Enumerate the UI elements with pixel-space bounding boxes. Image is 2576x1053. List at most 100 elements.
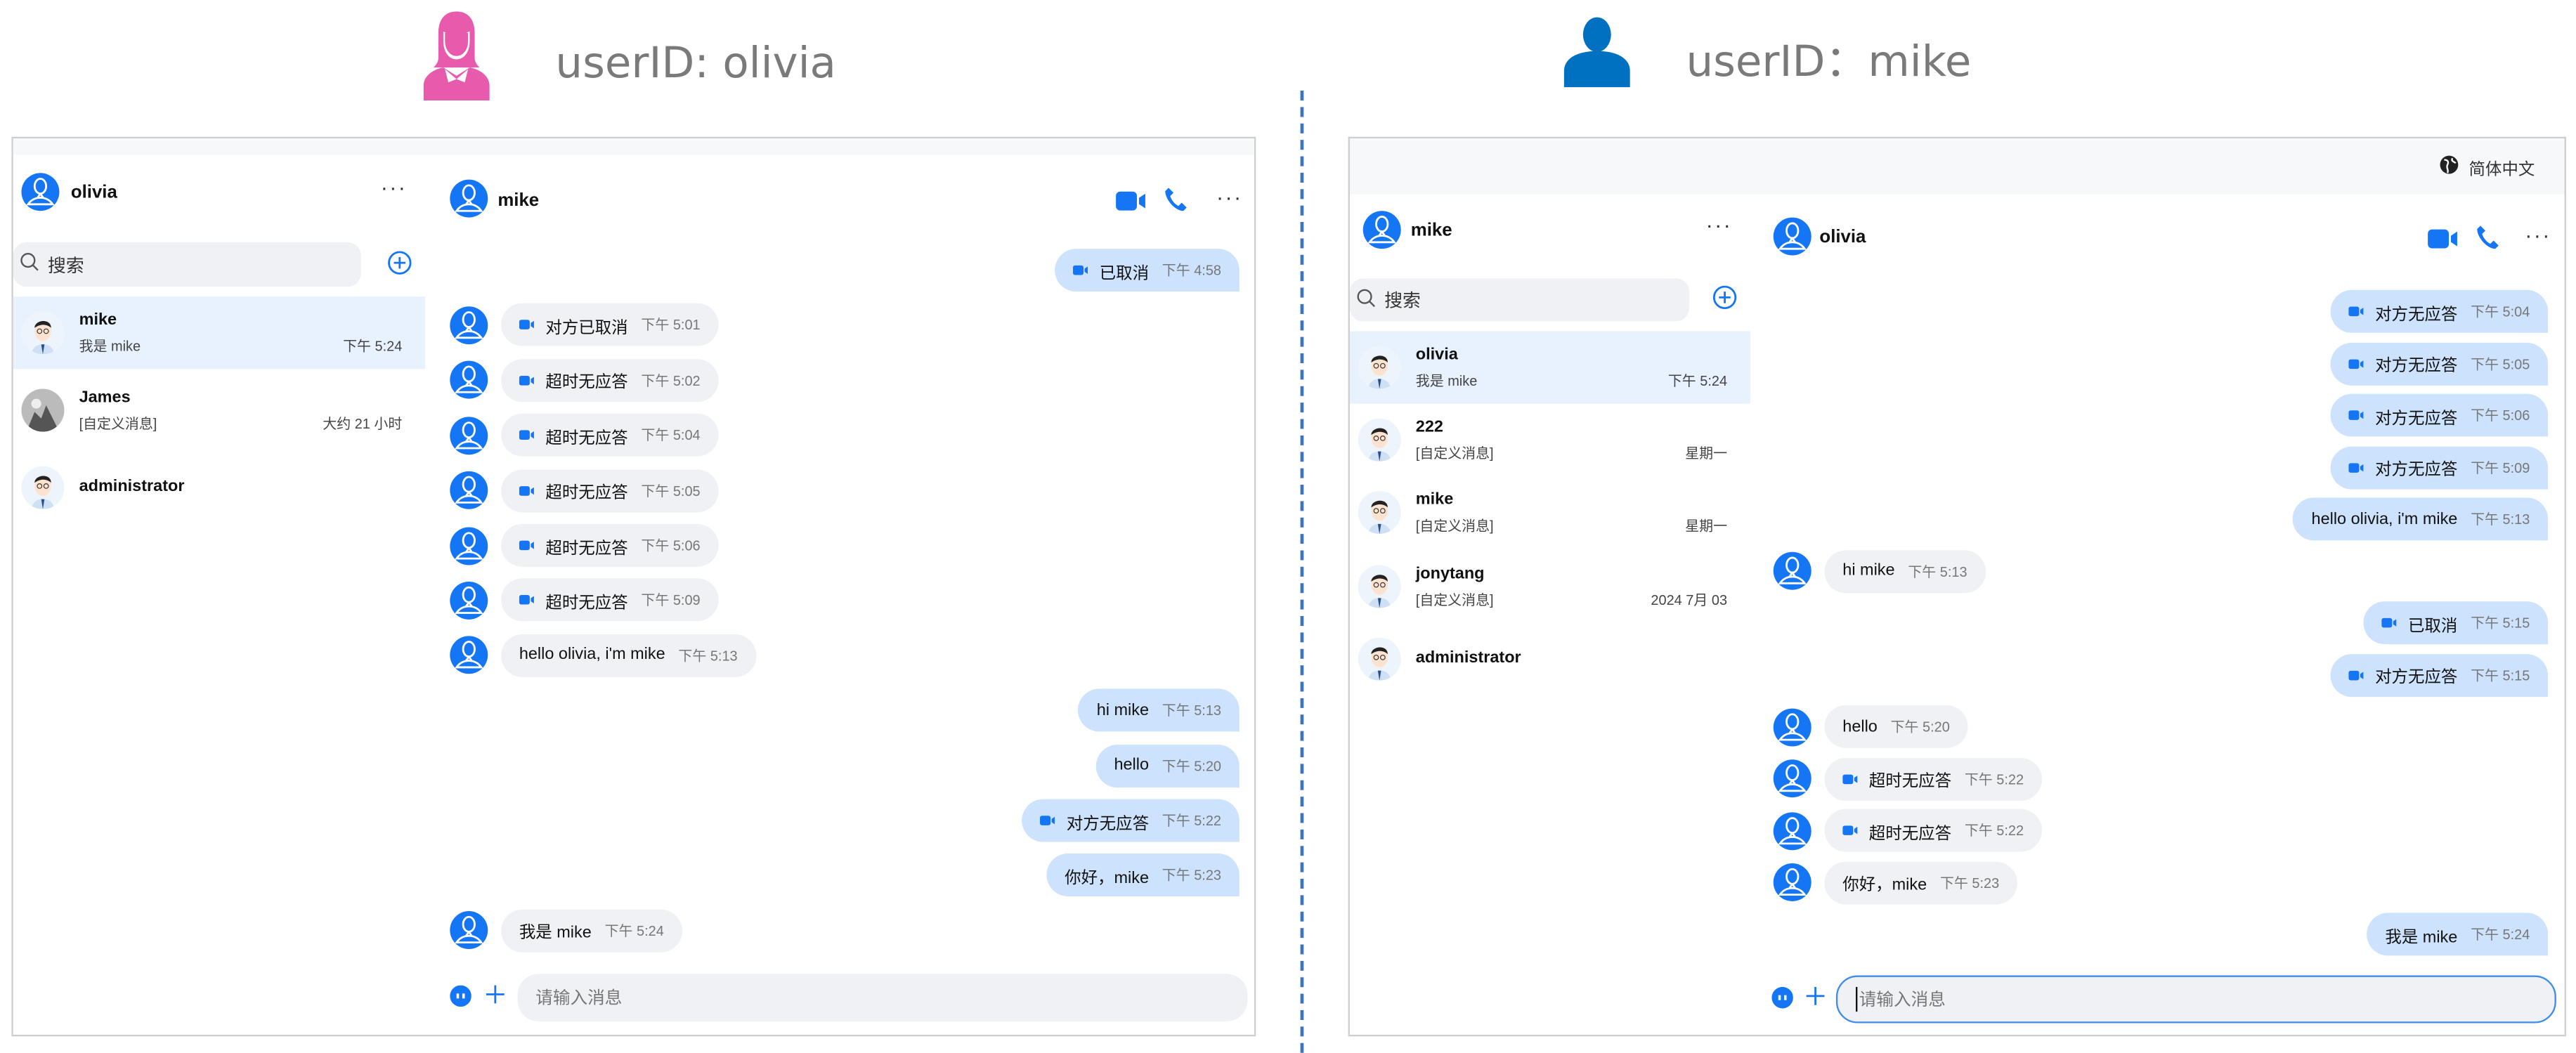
video-call-icon xyxy=(519,594,534,607)
emoji-button[interactable] xyxy=(450,985,471,1015)
conversation-item[interactable]: 222 [自定义消息] 星期一 xyxy=(1350,404,1750,476)
conversation-item[interactable]: James [自定义消息] 大约 21 小时 xyxy=(13,374,425,446)
message-row: 超时无应答下午 5:05 xyxy=(450,469,719,512)
conversation-time: 下午 5:24 xyxy=(1667,372,1728,389)
search-placeholder: 搜索 xyxy=(48,256,84,276)
message-text: 你好，mike xyxy=(1065,870,1150,888)
message-bubble[interactable]: 对方无应答下午 5:15 xyxy=(2330,653,2549,696)
message-text: 超时无应答 xyxy=(545,374,628,393)
message-text: 超时无应答 xyxy=(1868,773,1952,791)
more-actions-button[interactable] xyxy=(485,983,506,1013)
conversation-item[interactable]: mike 我是 mike 下午 5:24 xyxy=(13,296,426,369)
message-bubble[interactable]: 对方无应答下午 5:22 xyxy=(1022,799,1240,842)
sender-avatar[interactable] xyxy=(450,911,488,950)
conversation-item[interactable]: mike [自定义消息] 星期一 xyxy=(1350,477,1750,549)
profile-avatar[interactable] xyxy=(21,173,60,211)
search-input[interactable]: 搜索 xyxy=(13,242,361,287)
message-bubble[interactable]: 对方无应答下午 5:04 xyxy=(2330,289,2549,333)
message-time: 下午 5:15 xyxy=(2471,666,2530,684)
sender-avatar[interactable] xyxy=(450,361,488,400)
sidebar-more-button[interactable]: ··· xyxy=(380,174,408,200)
message-bubble[interactable]: 超时无应答下午 5:05 xyxy=(501,469,719,512)
message-row: 对方无应答下午 5:22 xyxy=(1022,799,1240,842)
message-time: 下午 5:04 xyxy=(641,426,701,444)
sender-avatar[interactable] xyxy=(450,526,488,565)
sender-avatar[interactable] xyxy=(1773,759,1811,798)
message-input[interactable]: 请输入消息 xyxy=(1835,975,2556,1023)
message-text: hello xyxy=(1842,717,1878,736)
message-text: 超时无应答 xyxy=(545,484,628,503)
message-bubble[interactable]: 超时无应答下午 5:22 xyxy=(1824,809,2042,852)
sender-avatar[interactable] xyxy=(1773,863,1811,901)
chat-title: olivia xyxy=(1819,227,1866,247)
message-bubble[interactable]: 已取消下午 4:58 xyxy=(1055,249,1240,292)
video-call-icon xyxy=(1842,772,1858,785)
sender-avatar[interactable] xyxy=(450,306,488,344)
add-conversation-icon[interactable] xyxy=(387,251,412,284)
voice-call-button[interactable] xyxy=(1164,186,1187,221)
sender-avatar[interactable] xyxy=(450,636,488,675)
message-time: 下午 5:04 xyxy=(2471,303,2530,320)
message-row: 对方无应答下午 5:06 xyxy=(2330,393,2549,437)
message-input[interactable]: 请输入消息 xyxy=(517,974,1248,1022)
message-time: 下午 5:23 xyxy=(1162,867,1222,884)
message-bubble[interactable]: 对方无应答下午 5:06 xyxy=(2330,393,2549,437)
more-actions-button[interactable] xyxy=(1804,986,1826,1015)
message-time: 下午 5:20 xyxy=(1162,757,1222,774)
conversation-item[interactable]: jonytang [自定义消息] 2024 7月 03 xyxy=(1350,549,1750,622)
profile-avatar[interactable] xyxy=(1362,211,1401,249)
female-user-icon xyxy=(423,11,490,101)
message-bubble[interactable]: 对方已取消下午 5:01 xyxy=(501,303,719,347)
video-call-button[interactable] xyxy=(1116,190,1145,221)
conversation-item[interactable]: administrator xyxy=(1350,622,1750,695)
contact-avatar xyxy=(1358,491,1401,535)
contact-avatar xyxy=(21,311,65,355)
language-selector[interactable]: 简体中文 xyxy=(2439,155,2535,180)
message-bubble[interactable]: 超时无应答下午 5:22 xyxy=(1824,757,2042,800)
sender-avatar[interactable] xyxy=(1773,551,1811,590)
message-row: 超时无应答下午 5:04 xyxy=(450,414,719,457)
message-text: 对方无应答 xyxy=(2375,357,2458,376)
message-time: 下午 5:09 xyxy=(641,591,701,609)
sender-avatar[interactable] xyxy=(1773,707,1811,746)
conversation-name: mike xyxy=(79,311,117,330)
chat-more-button[interactable]: ··· xyxy=(2525,222,2551,247)
message-bubble[interactable]: 超时无应答下午 5:04 xyxy=(501,414,719,457)
message-bubble[interactable]: 超时无应答下午 5:02 xyxy=(501,358,719,402)
add-conversation-icon[interactable] xyxy=(1712,285,1737,318)
conversation-time: 大约 21 小时 xyxy=(323,415,403,432)
search-input[interactable]: 搜索 xyxy=(1349,278,1690,322)
message-bubble[interactable]: 超时无应答下午 5:06 xyxy=(501,523,719,567)
voice-call-button[interactable] xyxy=(2476,224,2499,259)
message-bubble[interactable]: 超时无应答下午 5:09 xyxy=(501,579,719,622)
message-time: 下午 4:58 xyxy=(1162,261,1222,279)
message-bubble[interactable]: 已取消下午 5:15 xyxy=(2363,601,2549,645)
sender-avatar[interactable] xyxy=(1773,811,1811,850)
conversation-item[interactable]: olivia 我是 mike 下午 5:24 xyxy=(1349,331,1750,404)
chat-more-button[interactable]: ··· xyxy=(1216,184,1243,209)
emoji-button[interactable] xyxy=(1771,986,1793,1016)
message-time: 下午 5:01 xyxy=(641,317,701,334)
sender-avatar[interactable] xyxy=(450,471,488,509)
conversation-item[interactable]: administrator xyxy=(13,452,425,524)
message-bubble[interactable]: 对方无应答下午 5:09 xyxy=(2330,445,2549,489)
message-bubble[interactable]: 对方无应答下午 5:05 xyxy=(2330,341,2549,385)
chat-avatar xyxy=(1773,217,1811,256)
video-call-button[interactable] xyxy=(2428,228,2457,259)
sender-avatar[interactable] xyxy=(450,581,488,620)
message-bubble[interactable]: 你好，mike 下午 5:23 xyxy=(1046,853,1240,897)
message-row: 对方无应答下午 5:04 xyxy=(2330,289,2549,333)
sender-avatar[interactable] xyxy=(450,416,488,454)
sidebar-more-button[interactable]: ··· xyxy=(1705,212,1733,237)
